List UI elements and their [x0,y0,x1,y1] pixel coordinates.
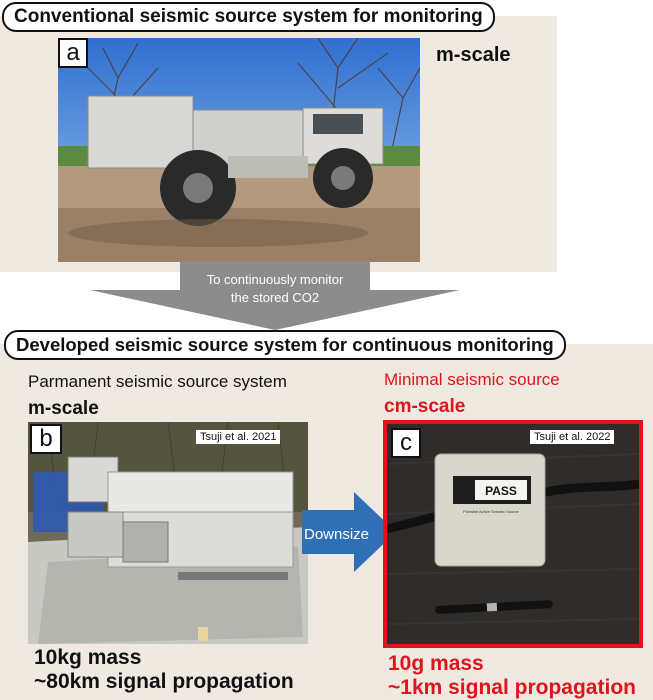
permanent-source-photo [28,422,308,644]
minimal-source-photo: PASS Portable Active Seismic Source [387,424,639,644]
right-mass: 10g mass [388,652,484,675]
citation-2021: Tsuji et al. 2021 [196,430,281,444]
bottom-title: Developed seismic source system for cont… [4,330,566,360]
top-scale: m-scale [436,44,511,66]
panel-a-label: a [58,38,88,68]
device-subtext: Portable Active Seismic Source [463,509,519,514]
left-mass: 10kg mass [34,646,142,669]
right-scale: cm-scale [384,396,466,417]
down-arrow [90,262,460,330]
left-heading: Parmanent seismic source system [28,372,287,391]
downsize-arrow [302,492,396,572]
downsize-label: Downsize [304,526,370,543]
left-scale: m-scale [28,398,99,419]
top-title: Conventional seismic source system for m… [2,2,495,32]
truck-photo [58,38,420,262]
right-propagation: ~1km signal propagation [388,676,636,699]
arrow-text-2: the stored CO2 [230,290,320,305]
device-text: PASS [485,484,517,498]
citation-2022: Tsuji et al. 2022 [530,430,615,444]
panel-b-label: b [30,424,62,454]
minimal-source-frame [383,420,643,648]
panel-c-label: c [391,428,421,458]
arrow-text-1: To continuously monitor [206,272,344,287]
left-propagation: ~80km signal propagation [34,670,294,693]
right-heading: Minimal seismic source [384,370,560,389]
